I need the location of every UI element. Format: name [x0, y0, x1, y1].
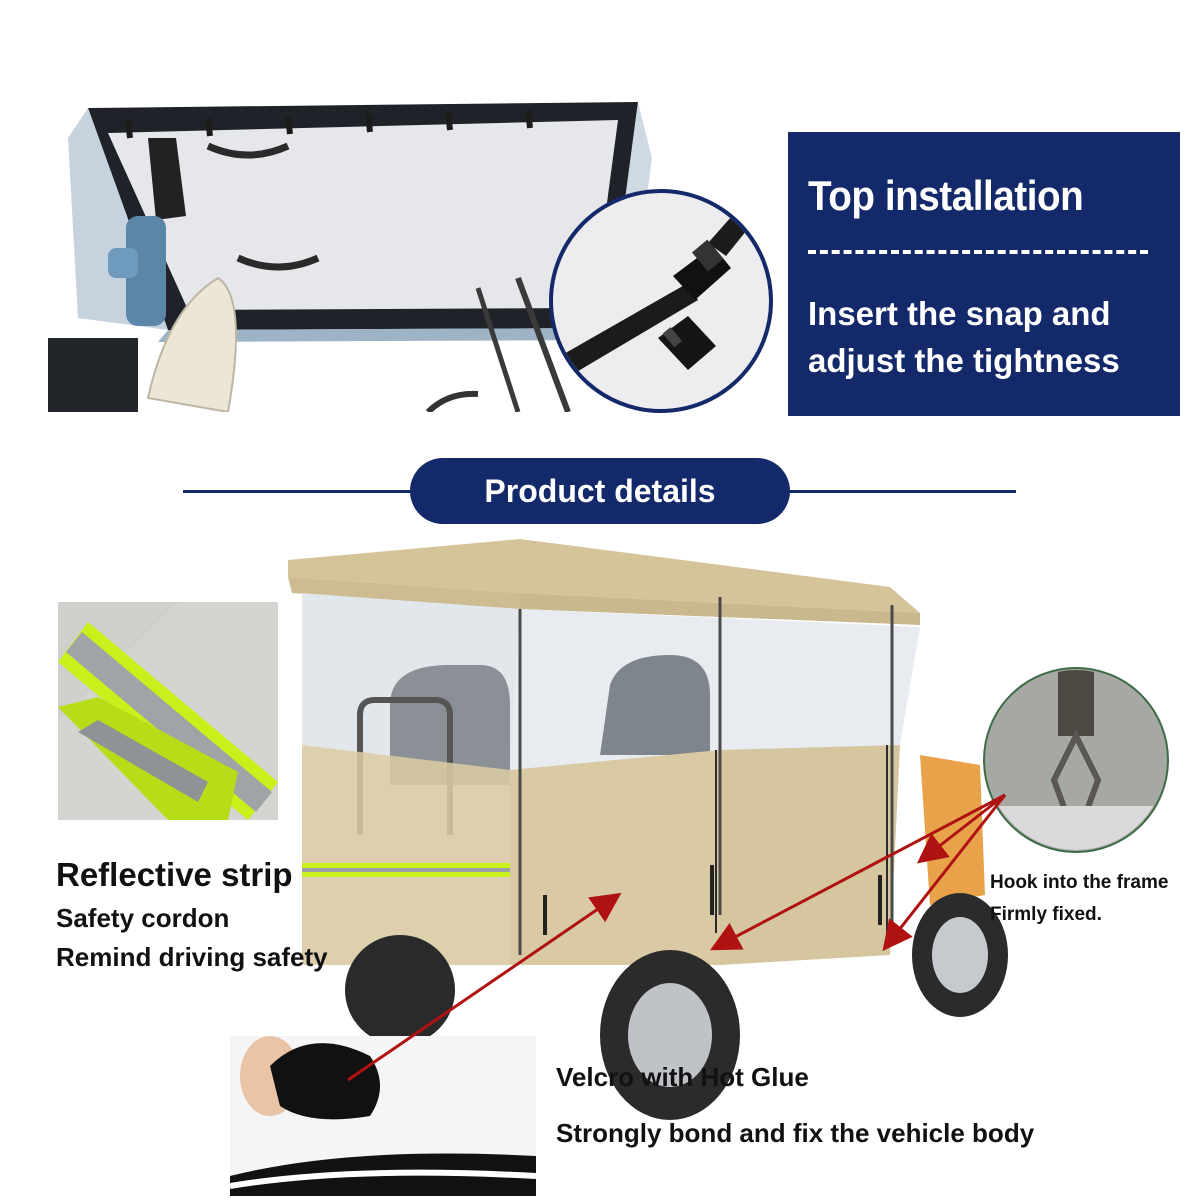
reflective-strip-photo: [58, 602, 278, 820]
banner-line-right: [788, 490, 1016, 493]
velcro-description: Strongly bond and fix the vehicle body: [556, 1118, 1035, 1148]
velcro-photo: [230, 1036, 536, 1196]
top-installation-title: Top installation: [808, 172, 1084, 219]
buckle-zoom-circle: [548, 188, 774, 414]
hook-line2: Firmly fixed.: [990, 904, 1102, 925]
reflective-strip-line2: Remind driving safety: [56, 942, 328, 972]
reflective-strip-title: Reflective strip: [56, 856, 293, 893]
hook-arrow-2: [710, 793, 1006, 951]
hook-arrow-3: [882, 794, 1007, 952]
velcro-title: Velcro with Hot Glue: [556, 1062, 809, 1092]
velcro-arrow: [347, 892, 622, 1082]
reflective-strip-line1: Safety cordon: [56, 903, 230, 933]
product-details-heading: Product details: [410, 458, 790, 524]
roof-interior-photo: [48, 98, 652, 412]
hook-arrow-1: [916, 793, 1006, 864]
dashed-divider: [808, 250, 1148, 254]
banner-line-left: [183, 490, 413, 493]
hook-line1: Hook into the frame: [990, 872, 1169, 893]
top-installation-description: Insert the snap and adjust the tightness: [808, 295, 1120, 379]
golf-cart-enclosure-photo: [280, 535, 1040, 1145]
top-installation-panel: Top installation Insert the snap and adj…: [788, 132, 1180, 416]
hook-zoom-circle: [982, 666, 1170, 854]
